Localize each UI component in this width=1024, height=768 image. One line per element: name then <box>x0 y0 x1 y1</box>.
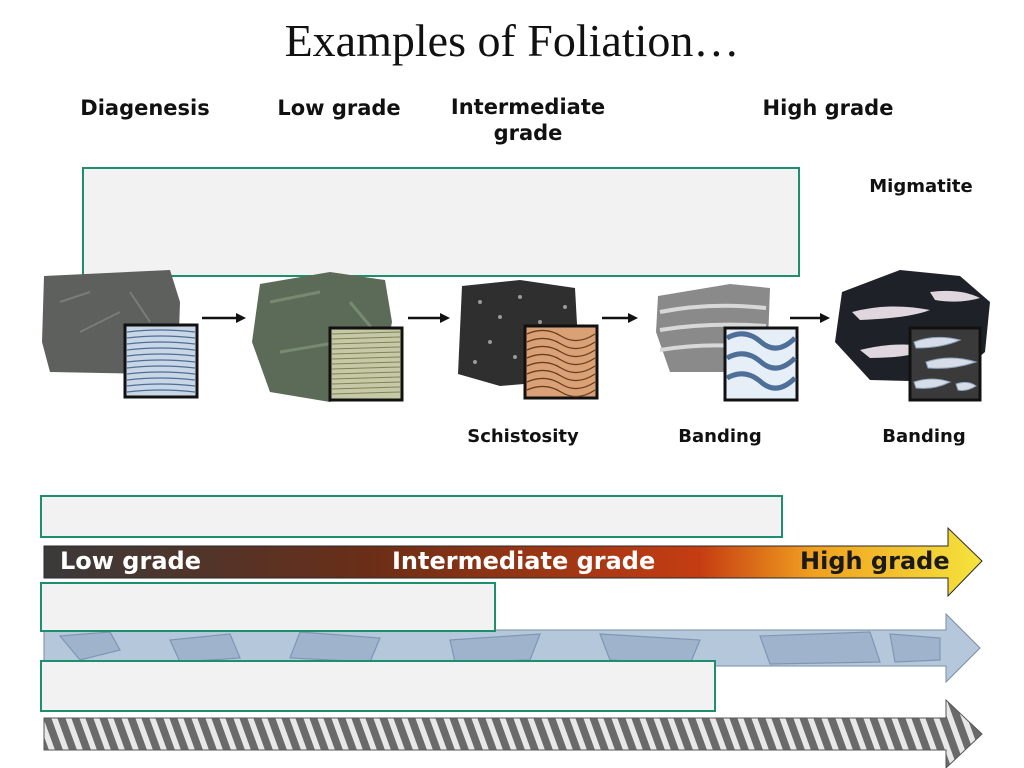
grade-arrow <box>43 526 983 598</box>
label-schistosity: Schistosity <box>467 426 579 447</box>
arrow-icon-2 <box>408 313 450 323</box>
cover-box-grain <box>40 582 496 632</box>
cover-box-stripe <box>40 660 716 712</box>
arrow-icon-4 <box>790 313 830 323</box>
label-migmatite: Migmatite <box>869 176 973 197</box>
rock-sequence <box>42 270 990 402</box>
header-low-grade: Low grade <box>277 96 401 120</box>
header-diagenesis: Diagenesis <box>80 96 210 120</box>
header-intermediate-grade: Intermediate grade <box>450 95 606 145</box>
striped-arrow <box>43 698 983 768</box>
slate-foliation-inset <box>123 323 199 399</box>
grade-label-high: High grade <box>800 547 950 575</box>
cover-box-top <box>82 167 800 277</box>
gneiss-foliation-inset <box>723 326 799 402</box>
label-banding-2: Banding <box>882 426 966 447</box>
cover-box-grade <box>40 495 783 538</box>
header-high-grade: High grade <box>762 96 894 120</box>
phyllite-foliation-inset <box>328 326 404 402</box>
arrow-icon-1 <box>202 313 246 323</box>
grade-label-intermediate: Intermediate grade <box>392 547 656 575</box>
migmatite-foliation-inset <box>908 326 982 402</box>
grade-label-low: Low grade <box>60 547 201 575</box>
slide-title: Examples of Foliation… <box>284 15 740 66</box>
label-banding-1: Banding <box>678 426 762 447</box>
arrow-icon-3 <box>602 313 638 323</box>
schist-foliation-inset <box>523 324 599 400</box>
